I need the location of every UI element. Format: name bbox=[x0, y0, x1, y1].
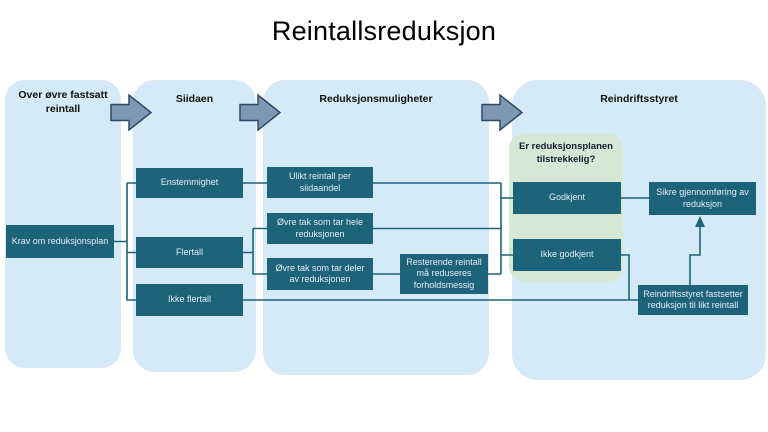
node-krav-om-reduksjonsplan: Krav om reduksjonsplan bbox=[6, 225, 114, 258]
node-ikke-godkjent: Ikke godkjent bbox=[513, 239, 621, 271]
slide-title: Reintallsreduksjon bbox=[271, 16, 497, 46]
node-ovre-tak-hele: Øvre tak som tar hele reduksjonen bbox=[267, 213, 373, 244]
stage-column-over-ovre-reintall: Over øvre fastsatt reintall bbox=[5, 80, 121, 368]
node-resterende-reintall: Resterende reintall må reduseres forhold… bbox=[400, 254, 488, 294]
stage-column-siidaen: Siidaen bbox=[133, 80, 256, 372]
decision-question: Er reduksjonsplanen tilstrekkelig? bbox=[519, 141, 613, 165]
column-header: Reduksjonsmuligheter bbox=[319, 93, 433, 105]
node-godkjent: Godkjent bbox=[513, 182, 621, 214]
node-enstemmighet: Enstemmighet bbox=[136, 168, 243, 198]
column-header: Over øvre fastsatt reintall bbox=[18, 89, 108, 116]
node-ovre-tak-deler: Øvre tak som tar deler av reduksjonen bbox=[267, 258, 373, 290]
node-flertall: Flertall bbox=[136, 237, 243, 268]
node-ikke-flertall: Ikke flertall bbox=[136, 284, 243, 316]
node-reindriftsstyret-fastsetter: Reindriftsstyret fastsetter reduksjon ti… bbox=[638, 285, 748, 315]
node-sikre-gjennomforing: Sikre gjennomføring av reduksjon bbox=[649, 182, 756, 215]
node-ulikt-reintall: Ulikt reintall per siidaandel bbox=[267, 167, 373, 198]
column-header: Siidaen bbox=[175, 93, 214, 105]
column-header: Reindriftsstyret bbox=[600, 93, 678, 105]
